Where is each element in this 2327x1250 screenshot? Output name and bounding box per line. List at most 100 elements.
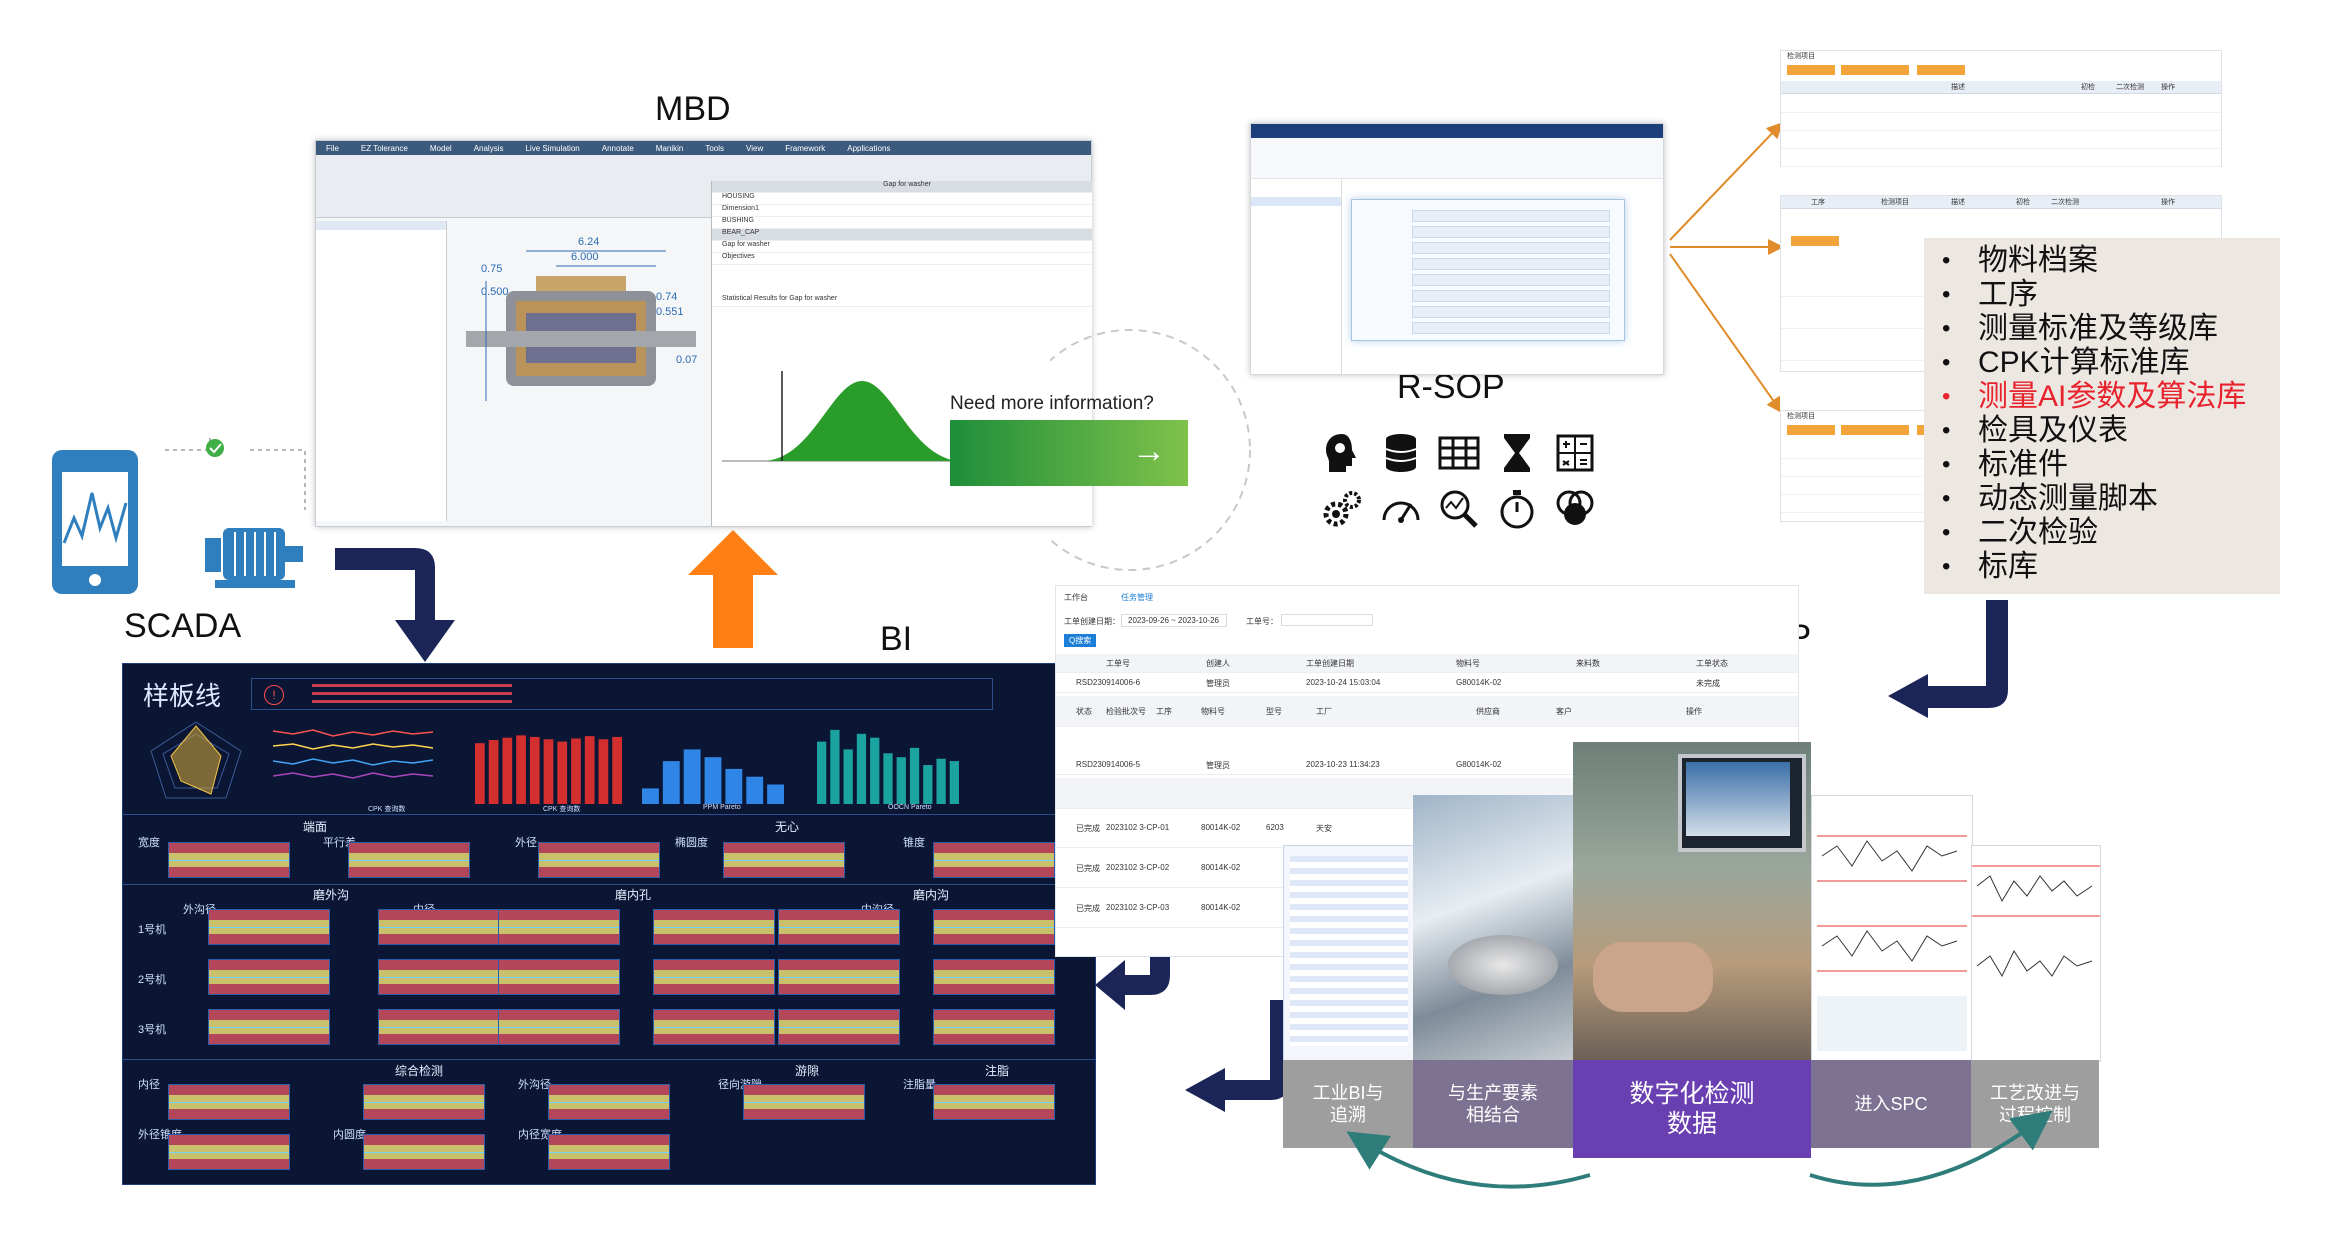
cp-sub-col-ops: 操作 xyxy=(1686,707,1702,716)
calculator-icon xyxy=(1552,430,1598,476)
strip-digital-inspection: 数字化检测数据 xyxy=(1573,1060,1811,1158)
tablet-chart-icon xyxy=(52,450,138,594)
panel-row-dim[interactable]: Dimension1 xyxy=(712,205,1092,217)
panel-row-bushing[interactable]: BUSHING xyxy=(712,217,1092,229)
lbl-outer-groove-dia: 外沟径 xyxy=(183,904,216,916)
rsop-screenshot xyxy=(1250,123,1664,375)
cp-sub-col-material: 物料号 xyxy=(1201,707,1225,716)
mbd-model-tree xyxy=(316,221,447,521)
cpk-bar-11 xyxy=(612,736,622,804)
cp-sub-col-process: 工序 xyxy=(1156,707,1172,716)
cp-subheader-1: 状态 检验批次号 工序 物料号 型号 工厂 供应商 客户 操作 xyxy=(1056,696,1798,727)
oocn-bar-2 xyxy=(830,729,840,804)
mbd-menu-annotate[interactable]: Annotate xyxy=(601,143,634,153)
cp-sub-col-supplier: 供应商 xyxy=(1476,707,1500,716)
orange-up-arrow xyxy=(688,530,778,648)
mbd-menu-model[interactable]: Model xyxy=(429,143,452,153)
need-more-info-button[interactable]: → xyxy=(950,420,1188,486)
cpk-bar-1 xyxy=(475,743,485,804)
navy-arrow-scada-to-bi xyxy=(335,548,455,662)
mbd-menu-view[interactable]: View xyxy=(746,143,764,153)
mbd-menu-manikin[interactable]: Manikin xyxy=(655,143,684,153)
section-grease: 注脂 xyxy=(985,1064,1010,1078)
mbd-screenshot: File EZ Tolerance Model Analysis Live Si… xyxy=(315,140,1092,527)
rsop-form xyxy=(1351,199,1625,341)
gears-icon xyxy=(1320,486,1366,532)
list-item-process: 工序 xyxy=(1924,278,2280,312)
dim-4: 0.500 xyxy=(481,286,509,298)
cpk-bar-5 xyxy=(529,736,540,804)
tr2-col-ops: 操作 xyxy=(2161,199,2175,206)
oocn-pareto-chart xyxy=(817,729,959,804)
cad-model xyxy=(466,250,696,401)
panel-row-objectives[interactable]: Objectives xyxy=(712,253,1092,265)
ppm-bar-3 xyxy=(683,749,701,804)
cp-col-creator: 创建人 xyxy=(1206,659,1230,668)
tr-card1-title: 检测项目 xyxy=(1787,53,1815,60)
ppm-bar-4 xyxy=(704,757,722,804)
cp-sub3-batch: 2023102 3-CP-03 xyxy=(1106,903,1170,912)
mbd-menu-tools[interactable]: Tools xyxy=(705,143,725,153)
bi-title: 样板线 xyxy=(143,681,222,711)
tr-card3-title: 检测项目 xyxy=(1787,413,1815,420)
machine-1: 1号机 xyxy=(138,924,167,936)
orange-connector-arrows xyxy=(1669,122,1784,414)
arrow-right-icon: → xyxy=(1132,432,1166,470)
cp-row1-status: 未完成 xyxy=(1696,679,1720,688)
list-item-cpk: CPK计算标准库 xyxy=(1924,346,2280,380)
oocn-bar-3 xyxy=(843,749,853,804)
panel-row-bearcap[interactable]: BEAR_CAP xyxy=(712,229,1092,241)
mbd-menu-applications[interactable]: Applications xyxy=(847,143,891,153)
cp-tab-workbench[interactable]: 工作台 xyxy=(1064,593,1088,602)
cp-date-range[interactable]: 2023-09-26 ~ 2023-10-26 xyxy=(1121,614,1227,627)
screen-thumbnail-bi xyxy=(1283,845,1415,1062)
alarm-icon: ! xyxy=(264,685,284,705)
tr-col-first: 初检 xyxy=(2081,84,2095,91)
section-centerless: 无心 xyxy=(775,820,800,834)
mbd-menu-ez[interactable]: EZ Tolerance xyxy=(360,143,408,153)
bi-dashboard: 样板线 ! CPK 查询数 CPK 查询数 PPM Pareto OOCN Pa… xyxy=(122,663,1096,1185)
panel-row-gap[interactable]: Gap for washer xyxy=(712,241,1092,253)
mbd-menu-analysis[interactable]: Analysis xyxy=(473,143,504,153)
cp-header-row: 工单号 创建人 工单创建日期 物料号 来料数 工单状态 xyxy=(1056,654,1798,673)
cp-row1-by: 管理员 xyxy=(1206,679,1230,688)
cp-sub2-batch: 2023102 3-CP-02 xyxy=(1106,863,1170,872)
alarm-banner: ! xyxy=(251,678,993,710)
cp-row1-date: 2023-10-24 15:03:04 xyxy=(1306,678,1381,687)
cp-sub2-material: 80014K-02 xyxy=(1201,863,1241,872)
cp-sub1-material: 80014K-02 xyxy=(1201,823,1241,832)
cp-search-button[interactable]: Q搜索 xyxy=(1064,634,1097,647)
cp-tab-task[interactable]: 任务管理 xyxy=(1121,593,1153,602)
section-clearance: 游隙 xyxy=(795,1064,820,1078)
dim-7: 0.07 xyxy=(676,354,698,366)
tr-col-desc: 描述 xyxy=(1951,84,1965,91)
cp-workno-input[interactable] xyxy=(1281,614,1373,626)
strip-production-elements: 与生产要素相结合 xyxy=(1413,1060,1573,1148)
mbd-menu-file[interactable]: File xyxy=(326,143,339,153)
cp-row-2[interactable]: RSD230914006-5 管理员 2023-10-23 11:34:23 G… xyxy=(1056,756,1798,775)
oocn-bar-10 xyxy=(936,758,946,804)
tr-col-ops: 操作 xyxy=(2161,84,2175,91)
list-item-ai-algorithm: 测量AI参数及算法库 xyxy=(1924,380,2280,414)
distribution-chart xyxy=(722,371,962,462)
dim-1: 6.24 xyxy=(578,236,600,248)
cp-workno-label: 工单号： xyxy=(1246,617,1278,626)
mbd-menu-bar: File EZ Tolerance Model Analysis Live Si… xyxy=(316,141,1091,155)
cp-sub1-model: 6203 xyxy=(1266,823,1284,832)
curved-flow-arrows xyxy=(1346,1110,2053,1189)
panel-row-housing[interactable]: HOUSING xyxy=(712,193,1092,205)
cp-col-material: 物料号 xyxy=(1456,659,1480,668)
machine-3: 3号机 xyxy=(138,1024,167,1036)
factory-photo xyxy=(1413,795,1573,1060)
mbd-menu-framework[interactable]: Framework xyxy=(785,143,826,153)
cpk-bar-3 xyxy=(502,737,513,804)
cp-row-1[interactable]: RSD230914006-6 管理员 2023-10-24 15:03:04 G… xyxy=(1056,674,1798,693)
lbl-taper: 锥度 xyxy=(903,837,925,849)
cpk-bar-9 xyxy=(584,736,595,804)
lbl-inner-roundness: 内圆度 xyxy=(333,1129,366,1141)
cpk-bar-4 xyxy=(516,735,526,804)
mbd-menu-live[interactable]: Live Simulation xyxy=(525,143,580,153)
section-inner-hole: 磨内孔 xyxy=(615,888,652,902)
ppm-bar-1 xyxy=(642,788,659,804)
oocn-bar-6 xyxy=(883,753,893,804)
